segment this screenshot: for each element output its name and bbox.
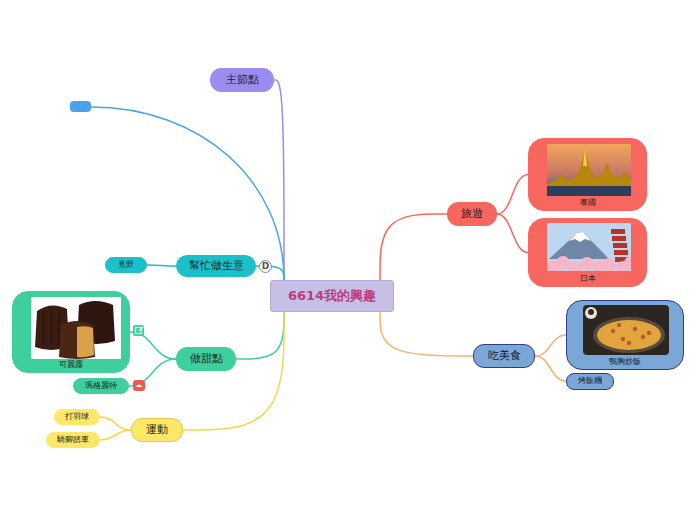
branch-connector — [535, 356, 566, 381]
edit-icon — [133, 325, 144, 336]
topic-text: 鴨胸炒飯 — [609, 357, 641, 369]
note-icon — [133, 380, 145, 391]
branch-connector — [147, 265, 176, 266]
topic-text: 騎腳踏車 — [57, 435, 89, 444]
branch-connector — [236, 312, 284, 359]
topic-text: 做甜點 — [190, 353, 223, 366]
image-topic: 鴨胸炒飯 — [566, 300, 684, 370]
sub-topic: 打羽球 — [54, 409, 100, 425]
branch-connector — [183, 312, 284, 430]
topic-text: 打羽球 — [65, 412, 89, 421]
main-topic: 做甜點 — [176, 347, 236, 371]
topic-text: 幫忙做生意 — [189, 260, 244, 273]
marker-label: D — [259, 260, 272, 273]
empty-topic — [70, 101, 91, 112]
topic-text: 可麗露 — [59, 360, 83, 372]
sub-topic: 見野 — [105, 257, 147, 273]
illustration — [547, 144, 631, 196]
branch-connector — [497, 214, 528, 253]
illustration — [31, 297, 121, 359]
topic-text: 泰國 — [580, 198, 596, 210]
topic-text: 6614我的興趣 — [288, 289, 376, 304]
topic-text: 吃美食 — [488, 350, 521, 363]
topic-text: 見野 — [118, 260, 134, 269]
branch-connector — [497, 175, 528, 215]
central-topic: 6614我的興趣 — [270, 280, 394, 312]
topic-text: 運動 — [146, 424, 168, 437]
main-topic: 幫忙做生意 — [176, 255, 256, 277]
topic-text: 日本 — [580, 274, 596, 286]
image-topic: 日本 — [528, 218, 647, 287]
branch-connector — [274, 80, 284, 280]
image-topic: 可麗露 — [12, 291, 130, 373]
sub-topic: 烤飯糰 — [566, 373, 614, 390]
main-topic: 吃美食 — [473, 344, 535, 368]
branch-connector — [535, 335, 566, 356]
topic-text: 瑪格麗特 — [85, 381, 117, 390]
image-topic: 泰國 — [528, 138, 647, 211]
branch-line — [91, 107, 284, 280]
branch-connector — [100, 417, 131, 430]
topic-text: 主節點 — [226, 74, 259, 87]
sub-topic: 瑪格麗特 — [73, 378, 129, 394]
main-topic: 旅遊 — [447, 202, 497, 226]
illustration — [547, 223, 631, 271]
branch-connector — [130, 332, 176, 359]
illustration — [583, 305, 669, 355]
branch-connector — [100, 430, 131, 440]
main-topic: 運動 — [131, 418, 183, 442]
main-topic: 主節點 — [210, 68, 274, 92]
topic-text: 旅遊 — [461, 208, 483, 221]
topic-text: 烤飯糰 — [578, 376, 602, 385]
sub-topic: 騎腳踏車 — [46, 432, 100, 448]
branch-connector — [380, 214, 447, 280]
branch-connector — [380, 312, 473, 356]
